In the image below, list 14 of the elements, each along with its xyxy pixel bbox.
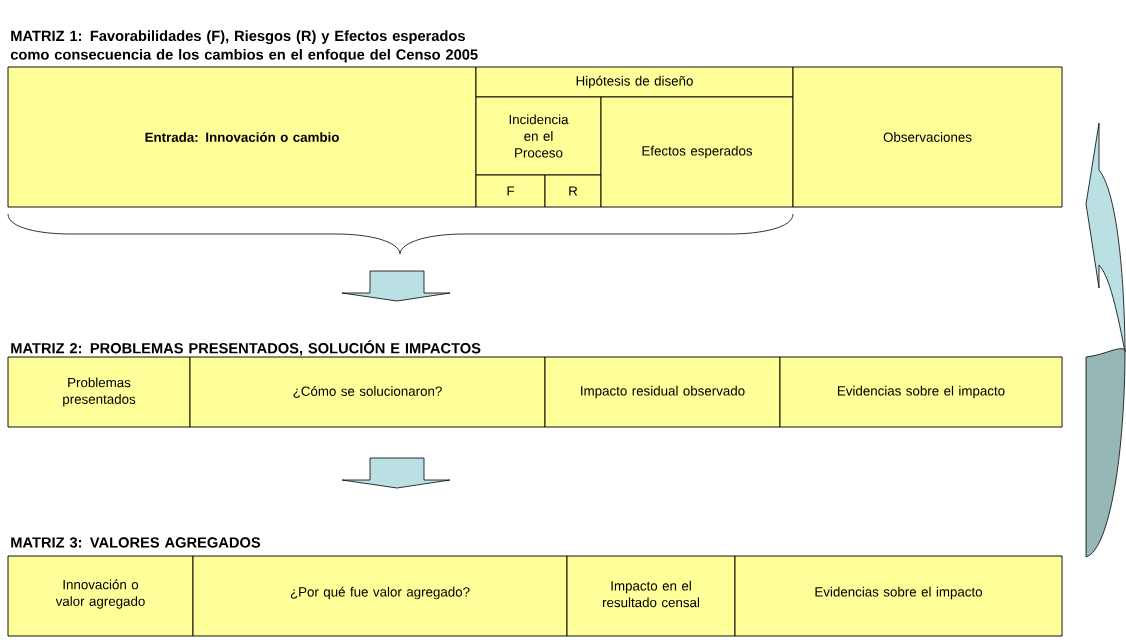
table-cell: ¿Cómo se solucionaron? [189, 356, 546, 428]
table-cell: F [475, 174, 546, 208]
matrix-heading: MATRIZ 2: PROBLEMAS PRESENTADOS, SOLUCIÓN E IMPACTOS [11, 340, 481, 356]
table-cell: R [544, 174, 602, 208]
table-cell: Hipótesis de diseño [475, 66, 794, 98]
table-cell: Observaciones [792, 66, 1063, 208]
matrix-heading: MATRIZ 3: VALORES AGREGADOS [11, 537, 261, 548]
table-cell: Impacto en el resultado censal [566, 555, 736, 637]
table-cell: Problemas presentados [7, 356, 191, 428]
table-cell: Innovación o valor agregado [7, 555, 194, 637]
table-cell: Evidencias sobre el impacto [734, 555, 1063, 637]
table-cell: Evidencias sobre el impacto [779, 356, 1063, 428]
table-cell: Impacto residual observado [544, 356, 781, 428]
matrix-heading: MATRIZ 1: Favorabilidades (F), Riesgos (R) y Efectos esperados como consecuencia de los cambios en el enfoque del Censo 2005 [10, 30, 478, 63]
